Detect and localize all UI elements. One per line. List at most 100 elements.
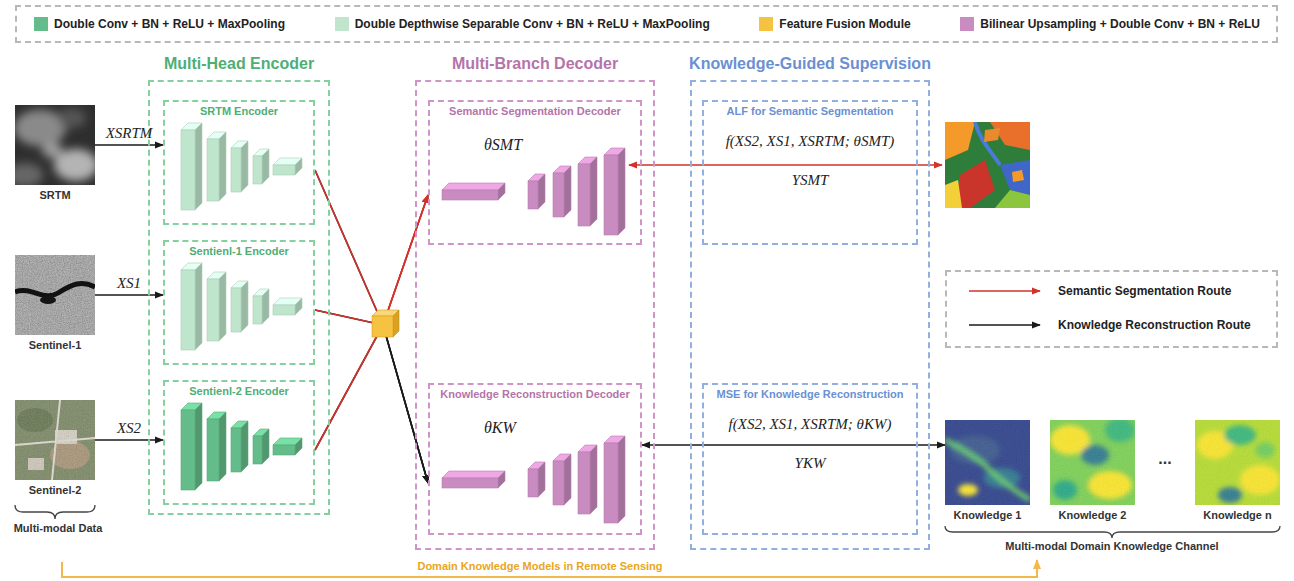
- decor-polygon: [393, 310, 399, 337]
- parameter-symbol: θSMT: [484, 136, 522, 154]
- block-side: [590, 157, 597, 226]
- block-side: [564, 166, 571, 217]
- connector: [315, 325, 428, 483]
- group-title: Multi-Branch Decoder: [452, 55, 618, 73]
- loss-formula: f(XS2, XS1, XSRTM; θSMT): [726, 133, 895, 150]
- box-title: Knowledge Reconstruction Decoder: [440, 388, 629, 401]
- legend-item: Bilinear Upsampling + Double Conv + BN +…: [960, 17, 1260, 31]
- knowledge-map: [945, 420, 1030, 505]
- image-caption: Knowledge 2: [1059, 509, 1127, 522]
- decor-rect: [1195, 420, 1280, 505]
- decor-rect: [15, 400, 95, 480]
- conv-block: [578, 157, 597, 226]
- loss-box: MSE for Knowledge Reconstruction f(XS2, X…: [702, 383, 918, 535]
- conv-block: [442, 183, 505, 200]
- decor-rect: [372, 316, 393, 337]
- decor-ellipse: [40, 296, 56, 304]
- conv-block: [273, 158, 302, 175]
- box-title: Sentienl-1 Encoder: [189, 245, 289, 258]
- legend-arrow: [969, 324, 1040, 326]
- loss-formula: f(XS2, XS1, XSRTM; θKW): [729, 416, 892, 433]
- encoder-box: SRTM Encoder: [163, 100, 315, 225]
- conv-block: [253, 149, 269, 184]
- block-front: [253, 296, 262, 324]
- legend-line-sample: [968, 284, 1042, 298]
- block-side: [295, 158, 302, 175]
- legend-swatch: [34, 17, 48, 31]
- connector: [95, 144, 163, 146]
- block-side: [618, 436, 625, 523]
- block-side: [195, 123, 202, 210]
- conv-block: [207, 272, 226, 341]
- legend-swatch: [960, 17, 974, 31]
- block-front: [528, 469, 538, 497]
- block-side: [262, 429, 269, 464]
- block-front: [578, 164, 590, 226]
- legend-swatch: [759, 17, 773, 31]
- target-symbol: YSMT: [792, 172, 829, 189]
- conv-block: [181, 263, 202, 350]
- loss-box: ALF for Semantic Segmentationf(XS2, XS1,…: [702, 100, 918, 245]
- block-top: [442, 183, 505, 190]
- ellipsis: ...: [1158, 450, 1171, 468]
- connector: [95, 294, 163, 296]
- block-front: [442, 478, 498, 488]
- conv-block: [231, 421, 248, 472]
- conv-block: [231, 141, 248, 192]
- block-front: [207, 279, 219, 341]
- block-side: [241, 421, 248, 472]
- legend-swatch: [335, 17, 349, 31]
- conv-block: [181, 123, 202, 210]
- block-side: [295, 298, 302, 315]
- box-title: Sentienl-2 Encoder: [189, 385, 289, 398]
- box-title: MSE for Knowledge Reconstruction: [716, 388, 903, 401]
- box-title: Semantic Segmentation Decoder: [449, 105, 621, 118]
- decor-rect: [1195, 420, 1280, 505]
- group-label: Multi-modal Domain Knowledge Channel: [1005, 540, 1218, 553]
- legend-text: Bilinear Upsampling + Double Conv + BN +…: [980, 17, 1260, 31]
- edge-label: XSRTM: [106, 125, 153, 142]
- legend-item: Semantic Segmentation Route: [968, 284, 1231, 298]
- decor-ellipse: [15, 110, 66, 146]
- block-side: [262, 289, 269, 324]
- conv-block: [273, 438, 302, 455]
- knowledge-image: Knowledge n: [1195, 420, 1280, 523]
- edge-label: XS2: [117, 420, 141, 437]
- decor-polygon: [995, 190, 1030, 208]
- conv-block: [253, 429, 269, 464]
- route-legend-frame: [945, 270, 1278, 348]
- block-front: [273, 165, 295, 175]
- decor-rect: [1050, 420, 1135, 505]
- connector: [315, 170, 428, 483]
- legend-item: Double Depthwise Separable Conv + BN + R…: [335, 17, 710, 31]
- block-front: [253, 436, 262, 464]
- block-side: [195, 263, 202, 350]
- encoder-group: Multi-Head EncoderSRTM EncoderSentienl-1…: [148, 80, 330, 515]
- knowledge-model-route: [62, 560, 1037, 577]
- legend-text: Double Conv + BN + ReLU + MaxPooling: [54, 17, 285, 31]
- decor-rect: [1050, 420, 1135, 505]
- decor-polygon: [955, 160, 995, 208]
- connector: [315, 310, 428, 483]
- block-front: [442, 190, 498, 200]
- knowledge-bracket: [945, 526, 1280, 538]
- sentinel1-image: [15, 255, 95, 335]
- block-front: [578, 452, 590, 514]
- block-front: [553, 173, 564, 217]
- block-front: [273, 445, 295, 455]
- block-side: [590, 445, 597, 514]
- encoder-box: Sentienl-1 Encoder: [163, 240, 315, 365]
- conv-block: [253, 289, 269, 324]
- connector: [642, 444, 945, 446]
- conv-block: [553, 166, 571, 217]
- srtm-image: [15, 105, 95, 185]
- block-front: [207, 419, 219, 481]
- block-side: [219, 132, 226, 201]
- decor-polygon: [1012, 170, 1024, 182]
- block-front: [553, 461, 564, 505]
- parameter-symbol: θKW: [484, 419, 516, 437]
- conv-block: [604, 148, 625, 235]
- block-front: [181, 270, 195, 350]
- decor-ellipse: [15, 163, 43, 185]
- legend-item: Knowledge Reconstruction Route: [968, 318, 1251, 332]
